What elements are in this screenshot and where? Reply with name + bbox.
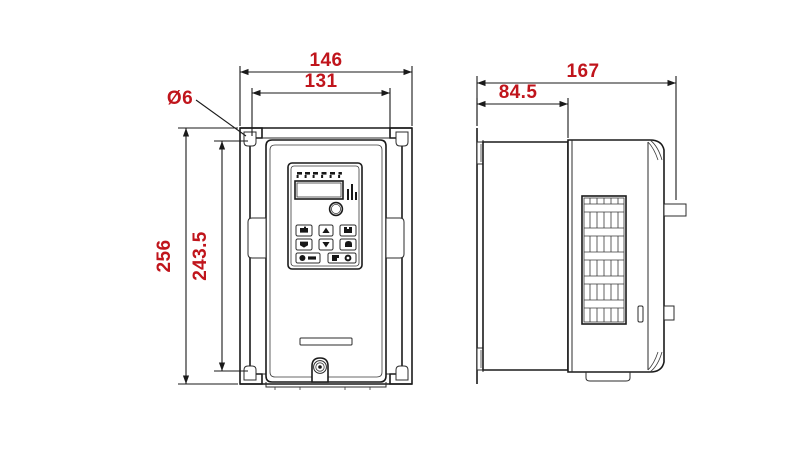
side-tab-left: [247, 217, 267, 259]
dim-label-243-5: 243.5: [190, 231, 211, 281]
arrow-up-icon: [322, 227, 330, 233]
side-heatsink-block: [482, 141, 569, 371]
keypad-brand-mark: [347, 184, 357, 200]
screw-center: [318, 365, 322, 369]
keypad-module: [287, 162, 363, 270]
dim-label-131: 131: [305, 71, 338, 92]
lcd-display-inner: [296, 182, 342, 198]
front-base-edge: [265, 382, 387, 388]
front-view: [239, 127, 413, 390]
keypad-buttons: [295, 224, 357, 264]
front-view-dimensions: 146 131 256 243.5 Ø6: [154, 50, 413, 385]
mounting-hole-top-left: [243, 131, 257, 147]
power-icon: [332, 255, 339, 261]
enter-icon: [345, 241, 352, 247]
run-stop-bar-icon: [308, 256, 316, 260]
lcd-display: [294, 180, 344, 200]
run-stop-icon: [299, 255, 306, 261]
hole-leader-line: [195, 99, 247, 137]
escape-icon: [300, 241, 308, 248]
side-connector-tab-upper: [663, 203, 687, 217]
mounting-hole-bottom-left: [243, 365, 257, 381]
side-latch-slot: [637, 305, 644, 323]
keypad-indicators: [296, 172, 342, 178]
dim-label-146: 146: [310, 50, 343, 71]
dim-label-84-5: 84.5: [499, 82, 538, 103]
side-view-dimensions: 167 84.5: [476, 61, 677, 200]
screw-head-ring: [315, 362, 325, 372]
arrow-down-icon: [322, 242, 330, 248]
front-vent-slot: [299, 337, 353, 346]
side-tab-right: [385, 217, 405, 259]
shift-icon: [344, 227, 352, 233]
bottom-screw-assembly: [311, 357, 329, 383]
keypad-inner-bezel: [290, 165, 360, 267]
menu-icon: [300, 226, 308, 233]
mounting-holes: [243, 131, 409, 381]
ventilation-grille: [581, 195, 627, 325]
side-view: [476, 128, 687, 384]
potentiometer-knob-inner: [330, 203, 341, 214]
dim-label-hole-diameter: Ø6: [167, 88, 193, 109]
dim-label-256: 256: [154, 240, 175, 273]
side-base-foot: [585, 372, 631, 382]
cover-side-tabs: [247, 217, 405, 259]
mounting-hole-top-right: [395, 131, 409, 147]
side-connector-tab-lower: [663, 305, 675, 321]
mounting-hole-bottom-right: [395, 365, 409, 381]
dim-label-167: 167: [567, 61, 600, 82]
